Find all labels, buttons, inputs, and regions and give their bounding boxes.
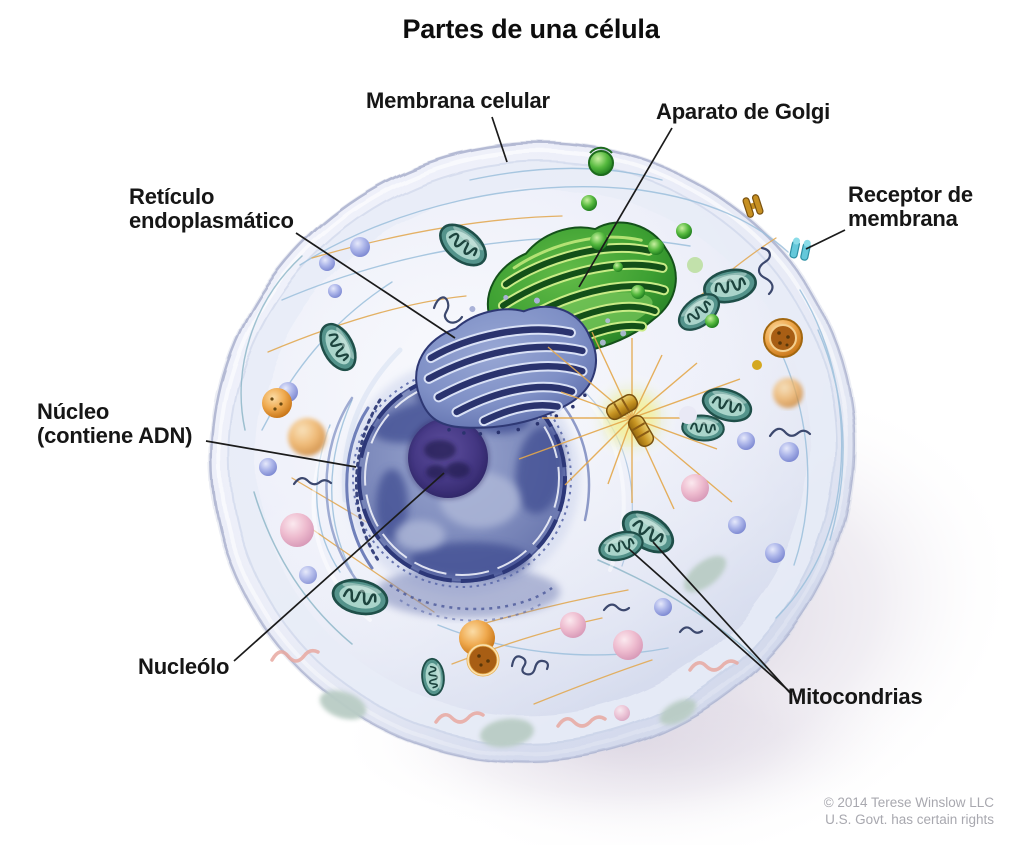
leader-reticulo-line <box>295 232 456 339</box>
leader-mitocondria-line-1 <box>628 548 790 692</box>
transport-vesicles-blue <box>259 237 799 616</box>
peripheral-blobs <box>319 555 727 748</box>
centriole <box>627 414 655 448</box>
leader-mitocondria-line-2 <box>652 541 793 696</box>
label-line: Receptor de <box>848 182 973 207</box>
membrane-receptor-cyan <box>789 237 811 261</box>
label-line: endoplasmático <box>129 208 294 233</box>
secretory-vesicles-green <box>581 146 719 328</box>
label-nucleolo: Nucleólo <box>138 654 230 679</box>
label-receptor-membrana: Receptor de membrana <box>848 183 973 231</box>
label-reticulo-endoplasmatico: Retículo endoplasmático <box>129 185 294 233</box>
label-mitocondrias: Mitocondrias <box>788 685 923 709</box>
copyright-credit: © 2014 Terese Winslow LLC U.S. Govt. has… <box>824 794 994 828</box>
leader-nucleo-line <box>205 440 357 468</box>
label-nucleo: Núcleo (contiene ADN) <box>37 400 192 448</box>
leader-lines <box>205 116 846 696</box>
label-line: Membrana celular <box>366 88 550 113</box>
label-aparato-golgi: Aparato de Golgi <box>656 100 830 124</box>
lysosomes <box>262 318 803 677</box>
vesicles-pink <box>280 474 709 721</box>
nucleolus <box>406 416 490 500</box>
label-line: Aparato de Golgi <box>656 99 831 124</box>
label-line: Mitocondrias <box>788 684 923 709</box>
leader-receptor-line <box>805 229 846 250</box>
label-line: (contiene ADN) <box>37 423 193 448</box>
figure-title: Partes de una célula <box>402 14 660 44</box>
label-membrana-celular: Membrana celular <box>366 89 550 113</box>
endoplasmic-reticulum <box>325 294 597 584</box>
membrane-receptor-gold <box>742 194 764 218</box>
leader-golgi-line <box>578 127 673 288</box>
leader-membrana-line <box>491 116 508 163</box>
pink-worm-squiggles <box>270 648 739 728</box>
label-line: membrana <box>848 206 958 231</box>
lysosome-cut-open <box>763 318 803 358</box>
leader-nucleolo-line <box>233 472 445 662</box>
label-line: Retículo <box>129 184 215 209</box>
filament-squiggles <box>292 246 812 676</box>
label-line: Nucleólo <box>138 654 230 679</box>
centrosome <box>518 331 741 510</box>
credit-line: © 2014 Terese Winslow LLC <box>823 795 994 810</box>
cytoplasm-rim <box>230 162 836 742</box>
centriole <box>605 393 639 421</box>
credit-line: U.S. Govt. has certain rights <box>825 812 994 827</box>
label-line: Núcleo <box>37 399 110 424</box>
lysosome-cut-open <box>459 620 500 677</box>
